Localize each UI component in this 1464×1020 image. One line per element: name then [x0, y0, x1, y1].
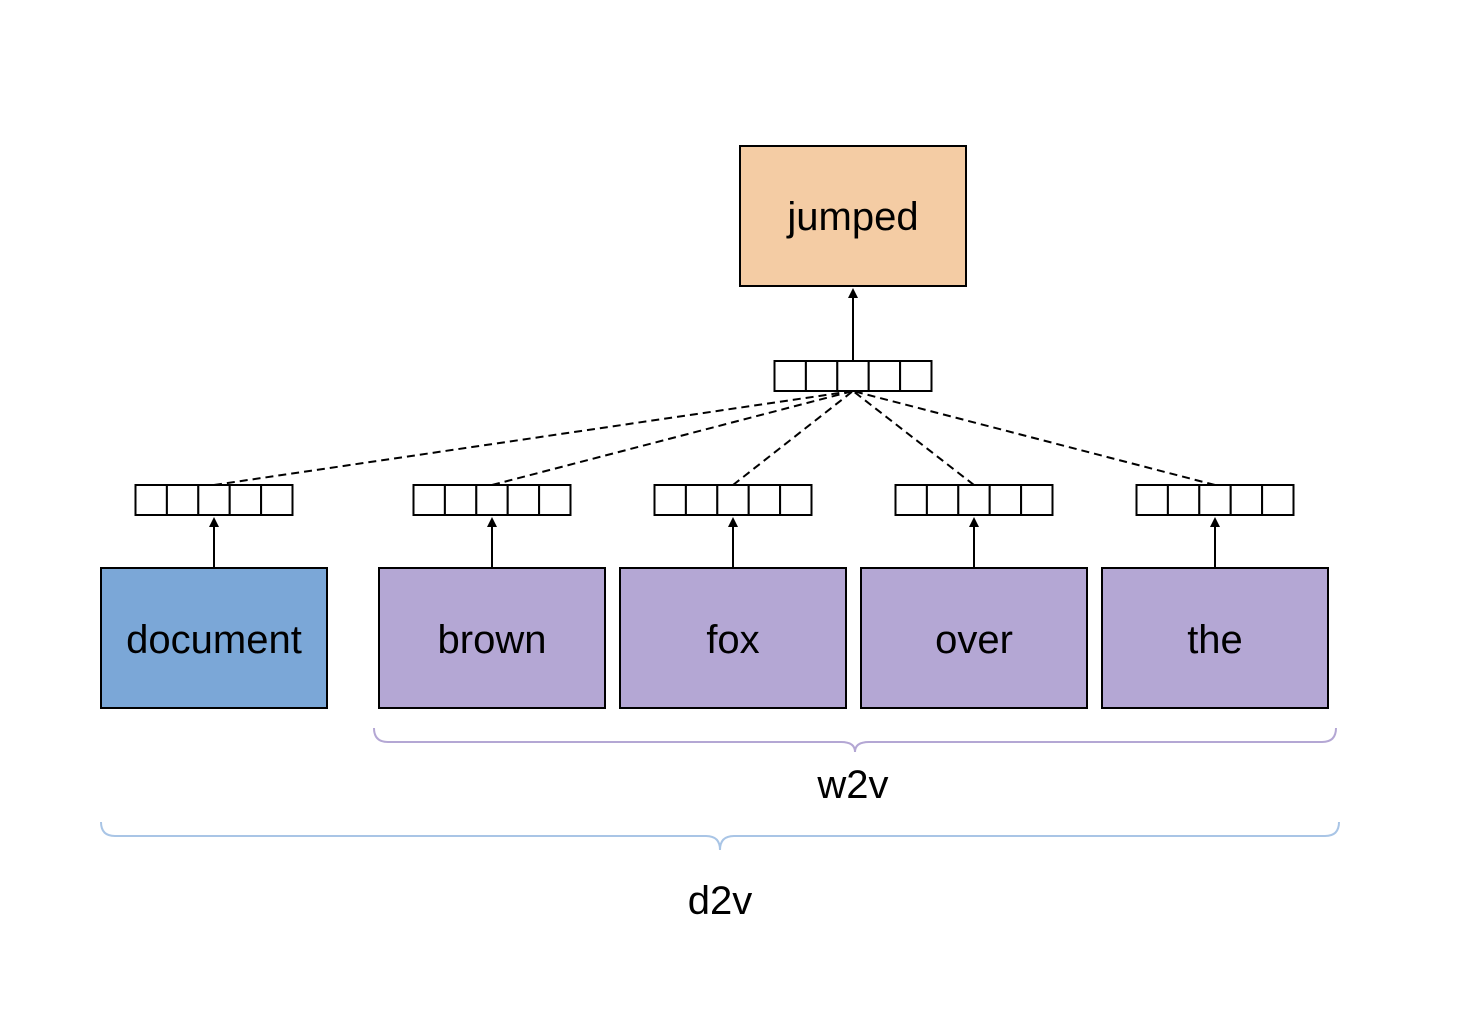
embedding-vector-cell [443, 484, 478, 516]
target-label: jumped [786, 195, 918, 239]
target-node-jumped: jumped [739, 145, 967, 287]
d2v-label: d2v [688, 879, 753, 923]
embedding-vector-cell [747, 484, 782, 516]
hidden-vector [773, 360, 933, 392]
embedding-vector-cell [653, 484, 687, 516]
input-nodes: document brown fox over the [100, 484, 1329, 709]
embedding-vector-cell [475, 484, 509, 516]
input-node-over: over [860, 484, 1088, 709]
input-label: the [1187, 618, 1243, 662]
dashed-connection [732, 390, 854, 486]
d2v-brace-group: d2v [100, 821, 1340, 923]
embedding-vector-cell [412, 484, 446, 516]
input-box [860, 567, 1088, 709]
hidden-vector-cell [836, 360, 870, 392]
embedding-vector-cell [1229, 484, 1264, 516]
input-node-brown: brown [378, 484, 606, 709]
input-label: over [935, 618, 1013, 662]
dashed-connection [852, 390, 975, 486]
embedding-vector-cell [988, 484, 1023, 516]
embedding-vector-cell [716, 484, 750, 516]
embedding-vector-cell [925, 484, 960, 516]
embedding-vector-cell [228, 484, 263, 516]
embedding-vector-cell [538, 484, 572, 516]
embedding-vector-cell [1166, 484, 1201, 516]
embedding-vector-cell [779, 484, 813, 516]
w2v-label: w2v [816, 763, 888, 807]
embedding-vector-cell [957, 484, 991, 516]
embedding-vector-cell [1020, 484, 1054, 516]
w2v-brace-group: w2v [373, 727, 1337, 807]
input-node-fox: fox [619, 484, 847, 709]
input-box [100, 567, 328, 709]
input-box [378, 567, 606, 709]
embedding-vector-cell [684, 484, 719, 516]
embedding-vector-cell [506, 484, 541, 516]
input-box [619, 567, 847, 709]
input-node-document: document [100, 484, 328, 709]
hidden-vector-cell [773, 360, 807, 392]
embedding-vector-cell [197, 484, 231, 516]
hidden-vector-cell [804, 360, 839, 392]
embedding-vector-cell [260, 484, 294, 516]
dashed-connection [213, 390, 854, 486]
dashed-connections [213, 390, 1216, 486]
embedding-vector-cell [1261, 484, 1295, 516]
input-node-the: the [1101, 484, 1329, 709]
embedding-vector-cell [894, 484, 928, 516]
dashed-connection [852, 390, 1216, 486]
input-label: fox [706, 618, 759, 662]
embedding-vector-cell [1135, 484, 1169, 516]
input-label: brown [438, 618, 547, 662]
dashed-connection [491, 390, 854, 486]
embedding-vector-cell [165, 484, 200, 516]
embedding-vector-cell [1198, 484, 1232, 516]
hidden-vector-cell [867, 360, 902, 392]
w2v-brace [373, 727, 1337, 753]
input-label: document [126, 618, 302, 662]
d2v-brace [100, 821, 1340, 851]
hidden-vector-cell [899, 360, 933, 392]
target-box [739, 145, 967, 287]
embedding-vector-cell [134, 484, 168, 516]
